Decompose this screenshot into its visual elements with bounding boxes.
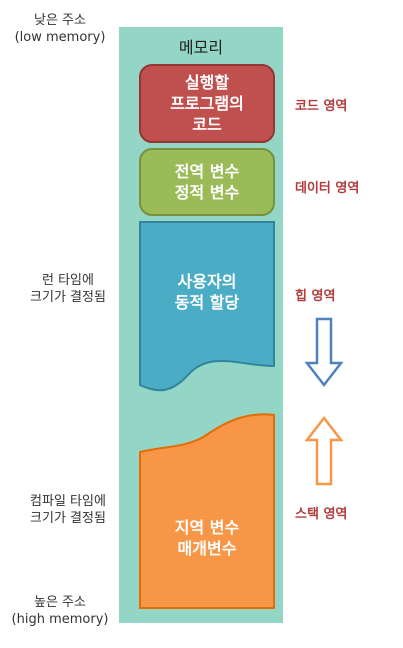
heap-segment-label: 힙 영역 xyxy=(295,289,336,304)
heap-block-label: 사용자의 동적 할당 xyxy=(174,272,240,312)
code-segment-label: 코드 영역 xyxy=(295,99,348,114)
memory-title: 메모리 xyxy=(178,38,224,57)
data-block xyxy=(139,148,275,216)
heap-growth-arrow-icon xyxy=(304,317,344,388)
stack-block xyxy=(139,413,275,609)
data-segment-label: 데이터 영역 xyxy=(295,181,360,196)
code-block-label: 실행할 프로그램의 코드 xyxy=(170,73,244,134)
code-block xyxy=(139,64,275,143)
data-block-label: 전역 변수 정적 변수 xyxy=(174,162,240,202)
stack-growth-arrow-icon xyxy=(304,415,344,486)
runtime-size-label: 런 타임에 크기가 결정됨 xyxy=(30,273,106,305)
high-address-label: 높은 주소 (high memory) xyxy=(11,595,109,627)
stack-block-label: 지역 변수 매개변수 xyxy=(174,518,240,558)
low-address-label: 낮은 주소 (low memory) xyxy=(14,13,106,45)
stack-segment-label: 스택 영역 xyxy=(295,507,348,522)
compile-time-size-label: 컴파일 타임에 크기가 결정됨 xyxy=(30,494,106,526)
heap-block xyxy=(139,221,275,392)
